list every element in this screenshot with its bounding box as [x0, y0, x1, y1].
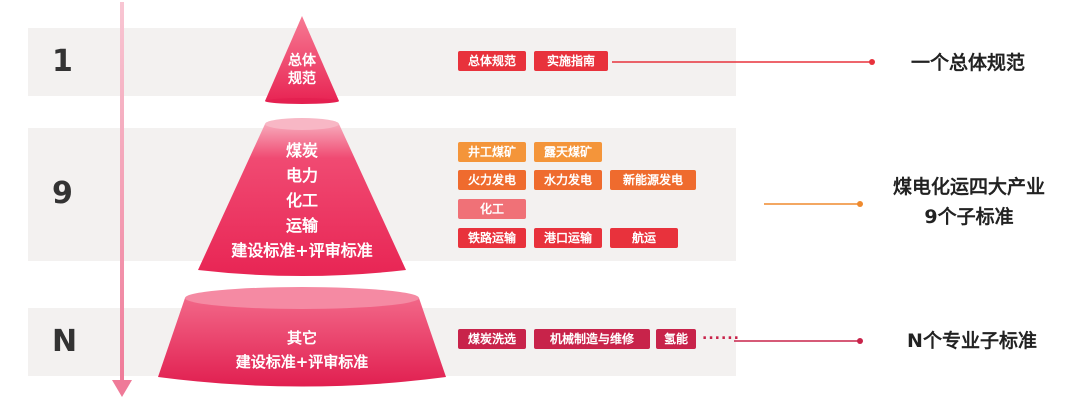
right-label-9: 煤电化运四大产业 9个子标准 — [874, 172, 1064, 232]
tag: 航运 — [610, 228, 678, 248]
right-label-line: 9个子标准 — [924, 206, 1014, 228]
tag: 煤炭洗选 — [458, 329, 526, 349]
connector-line-1 — [612, 59, 875, 65]
pyramid-bottom-segment — [158, 287, 446, 387]
right-label-n: N个专业子标准 — [882, 326, 1062, 356]
connector-line-n — [734, 338, 863, 344]
tag: 铁路运输 — [458, 228, 526, 248]
right-label-line: 一个总体规范 — [910, 52, 1025, 74]
tag: 氢能 — [656, 329, 696, 349]
tag: 新能源发电 — [610, 170, 696, 190]
pyramid-bottom-text: 其它 建设标准+评审标准 — [202, 326, 402, 374]
right-label-1: 一个总体规范 — [888, 48, 1048, 78]
tag: 总体规范 — [458, 51, 526, 71]
tag: 化工 — [458, 199, 526, 219]
shape-line: 建设标准+评审标准 — [235, 353, 369, 371]
pyramid-middle-text: 煤炭 电力 化工 运输 建设标准+评审标准 — [202, 138, 402, 263]
shape-line: 运输 — [285, 216, 318, 235]
tier-number-1: 1 — [52, 44, 73, 79]
shape-line: 煤炭 — [285, 141, 318, 160]
shape-line: 规范 — [288, 71, 316, 87]
shape-line: 建设标准+评审标准 — [231, 241, 373, 260]
right-label-line: 煤电化运四大产业 — [892, 176, 1045, 198]
right-label-line: N个专业子标准 — [907, 330, 1037, 352]
tag: 实施指南 — [534, 51, 608, 71]
tier-number-9: 9 — [52, 176, 73, 211]
tag: 港口运输 — [534, 228, 602, 248]
tag: 露天煤矿 — [534, 142, 602, 162]
pyramid-top-segment — [265, 16, 339, 101]
tag: 水力发电 — [534, 170, 602, 190]
tag: 机械制造与维修 — [534, 329, 650, 349]
tag: 火力发电 — [458, 170, 526, 190]
tier-number-n: N — [52, 324, 78, 359]
pyramid-middle-segment — [198, 118, 406, 276]
shape-line: 电力 — [285, 166, 318, 185]
pyramid-top-text: 总体 规范 — [262, 52, 342, 88]
shape-line: 化工 — [285, 191, 318, 210]
shape-line: 其它 — [286, 329, 317, 347]
shape-line: 总体 — [288, 53, 316, 69]
more-ellipsis: ...... — [702, 327, 740, 343]
connector-line-9 — [764, 201, 863, 207]
tag: 井工煤矿 — [458, 142, 526, 162]
downward-arrow — [112, 2, 132, 397]
